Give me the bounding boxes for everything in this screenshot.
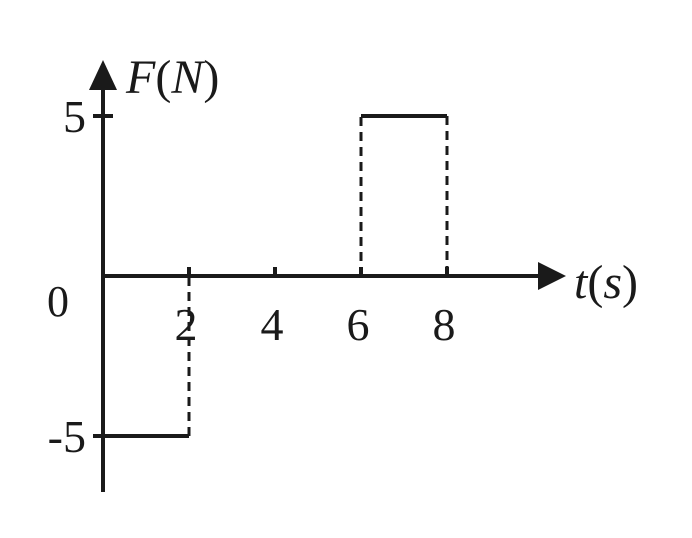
x-tick-label: 6 (347, 299, 370, 350)
x-axis-arrowhead (538, 262, 566, 290)
origin-label: 0 (47, 277, 69, 326)
series (103, 114, 449, 438)
x-axis-variable: t (574, 256, 589, 309)
x-tick-label: 4 (261, 299, 284, 350)
y-axis-unit: N (170, 51, 206, 104)
y-axis-close-paren: ) (203, 51, 219, 104)
axes (89, 60, 566, 492)
ticks: 2 4 6 8 5 -5 (48, 91, 456, 462)
x-axis-open-paren: ( (587, 256, 603, 309)
x-tick-label: 8 (433, 299, 456, 350)
x-axis-label: t(s) (574, 256, 638, 309)
x-tick-label: 2 (175, 299, 198, 350)
y-axis-arrowhead (89, 60, 117, 90)
y-axis-label: F(N) (125, 51, 219, 104)
y-axis-variable: F (125, 51, 156, 104)
y-tick-label: -5 (48, 411, 86, 462)
x-axis-unit: s (603, 256, 622, 309)
x-axis-close-paren: ) (622, 256, 638, 309)
y-axis-open-paren: ( (155, 51, 171, 104)
y-tick-label: 5 (63, 91, 86, 142)
